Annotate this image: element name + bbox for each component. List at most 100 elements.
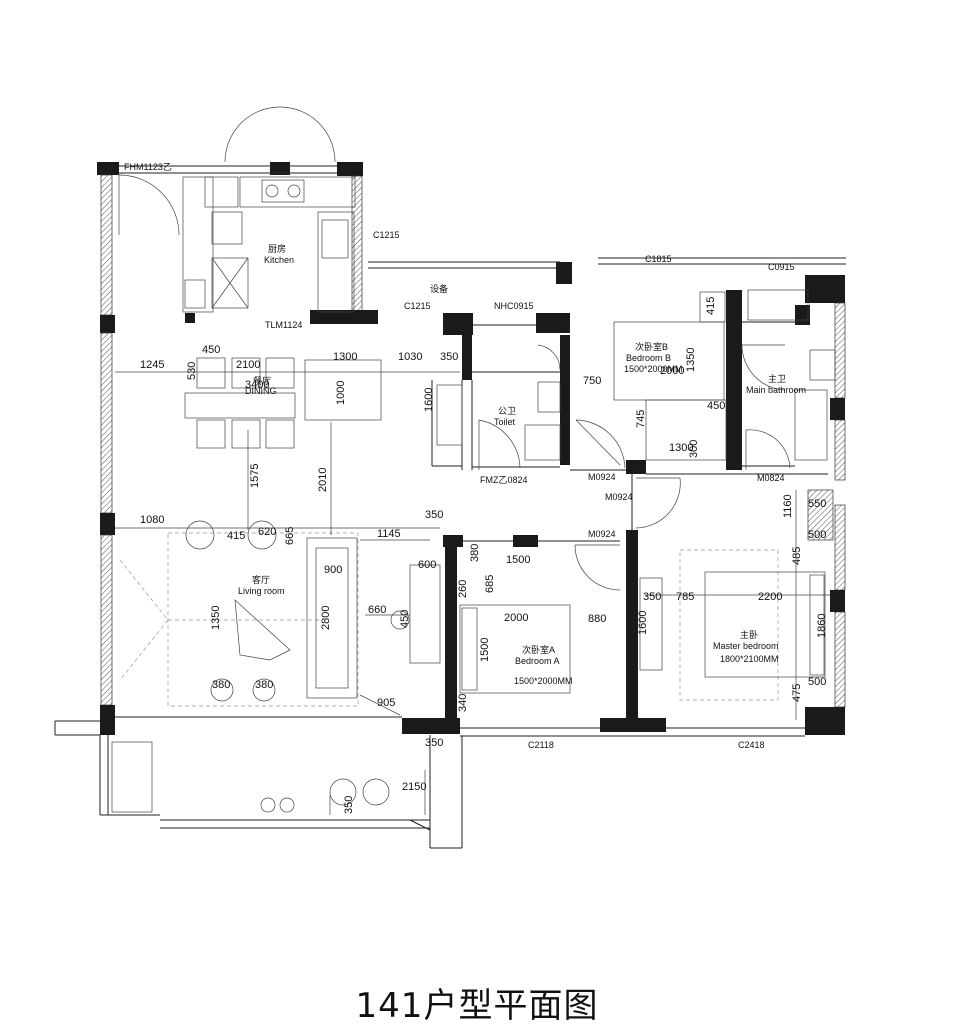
dim: 750 (583, 375, 601, 387)
dim: 1860 (816, 614, 828, 638)
master-bath-label-en: Main bathroom (746, 385, 806, 395)
dim: 350 (343, 796, 355, 814)
dim: 2800 (320, 606, 332, 630)
dining-label-cn: 餐厅 (253, 375, 271, 386)
room-fixtures (459, 289, 836, 701)
opening-c2418: C2418 (738, 740, 765, 750)
opening-c1215-a: C1215 (373, 230, 400, 240)
opening-fmz: FMZ乙0824 (480, 475, 528, 485)
dim: 745 (635, 410, 647, 428)
dim: 415 (705, 297, 717, 315)
dim: 500 (808, 676, 826, 688)
dim: 1030 (398, 351, 422, 363)
dining-label-en: DINING (245, 386, 277, 396)
exterior-walls (54, 162, 846, 849)
opening-m0924-a: M0924 (588, 472, 616, 482)
dim: 1600 (423, 388, 435, 412)
opening-c0915: C0915 (768, 262, 795, 272)
dim: 1500 (479, 638, 491, 662)
master-bed-label-en: Master bedroom (713, 641, 779, 651)
dim: 380 (469, 544, 481, 562)
dim: 450 (399, 610, 411, 628)
dim: 665 (284, 527, 296, 545)
living-label-en: Living room (238, 586, 285, 596)
dim: 485 (791, 547, 803, 565)
dining-furniture (184, 357, 463, 449)
equipment-label: 设备 (430, 283, 448, 294)
dim: 530 (186, 362, 198, 380)
plan-caption: 141户型平面图 (355, 986, 599, 1026)
bedroom-b-label-cn: 次卧室B (635, 341, 668, 352)
dim: 905 (377, 697, 395, 709)
dim: 2150 (402, 781, 426, 793)
dimension-values: 1245 450 2100 1300 1030 350 530 3400 100… (140, 297, 828, 814)
dim: 350 (440, 351, 458, 363)
kitchen-label-cn: 厨房 (268, 243, 286, 254)
opening-c1815: C1815 (645, 254, 672, 264)
toilet-label-en: Toilet (494, 417, 516, 427)
dim: 1300 (669, 442, 693, 454)
dim: 1080 (140, 514, 164, 526)
dim: 380 (212, 679, 230, 691)
living-furniture (111, 520, 441, 813)
bedroom-b-label-en: Bedroom B (626, 353, 671, 363)
dim: 785 (676, 591, 694, 603)
dim: 900 (324, 564, 342, 576)
dim: 450 (707, 400, 725, 412)
bedroom-a-label-en: Bedroom A (515, 656, 560, 666)
master-bath-label-cn: 主卫 (768, 373, 786, 384)
floor-plan: 厨房 Kitchen 餐厅 DINING 客厅 Living room 公卫 T… (54, 106, 846, 849)
dim: 260 (457, 580, 469, 598)
living-label-cn: 客厅 (252, 574, 270, 585)
dim: 1145 (377, 528, 401, 540)
dim: 600 (418, 559, 436, 571)
dim: 1600 (637, 611, 649, 635)
opening-c1215-b: C1215 (404, 301, 431, 311)
dim: 415 (227, 530, 245, 542)
dim: 350 (425, 509, 443, 521)
dim: 2010 (317, 468, 329, 492)
kitchen-label-en: Kitchen (264, 255, 294, 265)
opening-m0924-b: M0924 (605, 492, 633, 502)
dim: 685 (484, 575, 496, 593)
bedroom-a-label-cn: 次卧室A (522, 644, 555, 655)
dim: 450 (202, 344, 220, 356)
dim: 300 (688, 440, 700, 458)
dim: 1160 (782, 494, 794, 518)
kitchen-fixtures (182, 176, 356, 313)
dim: 1350 (685, 348, 697, 372)
dim: 1350 (210, 606, 222, 630)
opening-m0824: M0824 (757, 473, 785, 483)
dim: 1500 (506, 554, 530, 566)
dim: 500 (808, 529, 826, 541)
opening-m0924-c: M0924 (588, 529, 616, 539)
opening-c2118: C2118 (528, 740, 554, 750)
dim: 2100 (236, 359, 260, 371)
dim: 1575 (249, 464, 261, 488)
dim: 2000 (660, 365, 684, 377)
opening-labels: FHM1123乙 C1215 C1215 TLM1124 NHC0915 C18… (124, 162, 795, 750)
master-bed-bed-size: 1800*2100MM (720, 654, 779, 664)
interior-walls (431, 290, 828, 730)
bedroom-b-bed-size: 1500*2000MM (624, 364, 683, 374)
dim: 3400 (245, 379, 269, 391)
dim: 2000 (504, 612, 528, 624)
dimension-lines (115, 371, 830, 815)
dim: 475 (791, 684, 803, 702)
opening-nhc: NHC0915 (494, 301, 534, 311)
room-labels: 厨房 Kitchen 餐厅 DINING 客厅 Living room 公卫 T… (238, 243, 806, 686)
opening-fhm: FHM1123乙 (124, 162, 172, 172)
opening-tlm: TLM1124 (265, 320, 302, 330)
bedroom-a-bed-size: 1500*2000MM (514, 676, 573, 686)
dim: 1300 (333, 351, 357, 363)
doors (118, 106, 791, 591)
dim: 380 (255, 679, 273, 691)
dim: 350 (425, 737, 443, 749)
master-bed-label-cn: 主卧 (740, 629, 758, 640)
dim: 340 (457, 694, 469, 712)
dim: 550 (808, 498, 826, 510)
dim: 880 (588, 613, 606, 625)
toilet-label-cn: 公卫 (498, 406, 516, 416)
dim: 660 (368, 604, 386, 616)
dim: 620 (258, 526, 276, 538)
